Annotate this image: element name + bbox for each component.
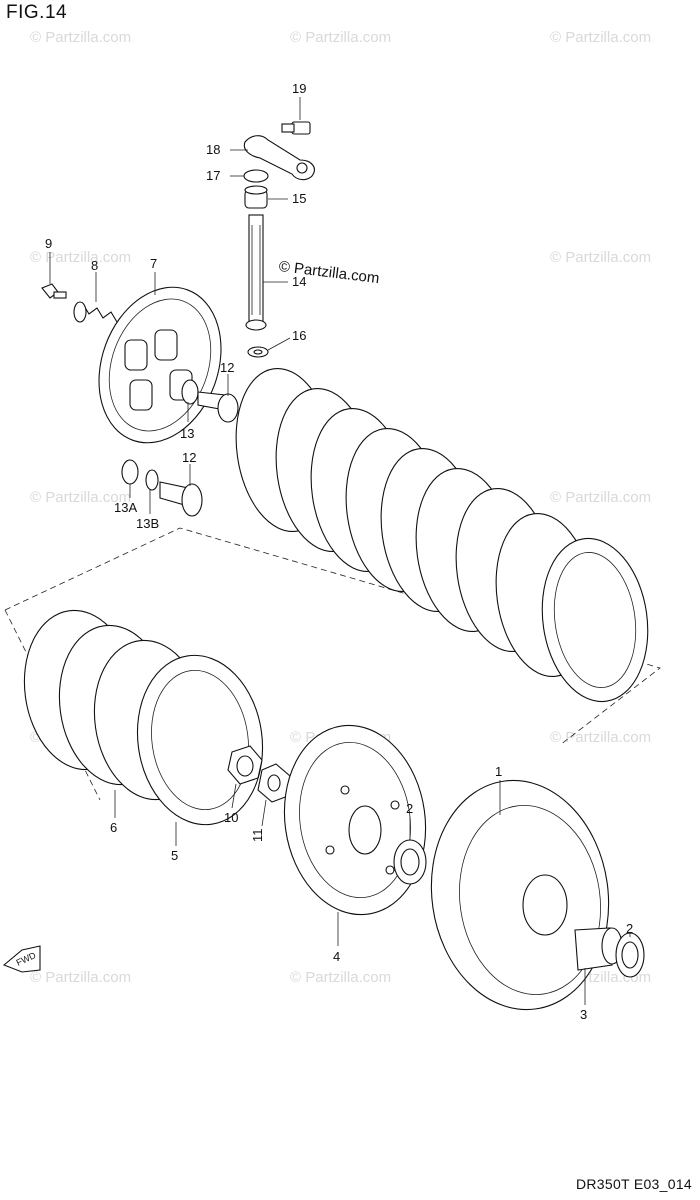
- callout-19: 19: [292, 81, 306, 96]
- shaft-end: [245, 319, 267, 331]
- thrust-washer-2-hole: [400, 848, 420, 876]
- bolt-9-shank: [53, 291, 67, 299]
- watermark: © Partzilla.com: [30, 969, 131, 986]
- diagram-code: DR350T E03_014: [575, 1176, 692, 1192]
- callout-7: 7: [150, 256, 157, 271]
- watermark: © Partzilla.com: [550, 29, 651, 46]
- housing-center: [522, 874, 568, 936]
- shaft-lines: [251, 225, 261, 315]
- figure-title: FIG.14: [6, 2, 68, 23]
- hub-hole: [390, 800, 400, 810]
- bearing-15-top: [244, 185, 268, 195]
- plate-inner: [553, 552, 637, 688]
- forward-arrow: FWD: [2, 945, 41, 973]
- callout-12: 12: [182, 450, 196, 465]
- callout-11: 11: [250, 829, 265, 843]
- bolt-19: [291, 121, 311, 135]
- plate-boss: [124, 339, 148, 371]
- fwd-arrow-icon: [2, 945, 41, 973]
- pushrod-12-head: [217, 393, 239, 423]
- lever-hole: [296, 162, 308, 174]
- upper-plate-stack: [235, 367, 649, 703]
- watermark: © Partzilla.com: [290, 29, 391, 46]
- drive-plate: [541, 537, 649, 703]
- watermark: © Partzilla.com: [30, 29, 131, 46]
- hub-hole: [340, 785, 350, 795]
- plate-boss: [129, 379, 153, 411]
- washer-13b: [145, 469, 159, 491]
- callout-14: 14: [292, 274, 306, 289]
- lock-washer-11-hole: [267, 774, 281, 792]
- hub-hole: [325, 845, 335, 855]
- release-shaft-14: [248, 214, 264, 324]
- watermark: © Partzilla.com: [30, 489, 131, 506]
- callout-18: 18: [206, 142, 220, 157]
- ring-17: [243, 169, 269, 183]
- washer-16-hole: [253, 349, 263, 355]
- callout-5: 5: [171, 848, 178, 863]
- hub-hole: [385, 865, 395, 875]
- callout-6: 6: [110, 820, 117, 835]
- assembly-guide-line: [4, 609, 101, 801]
- leader-10: [231, 783, 237, 809]
- bearing-13a: [121, 459, 139, 485]
- bearing-set-13: [121, 459, 203, 517]
- callout-3: 3: [580, 1007, 587, 1022]
- sleeve-hub-4: [283, 724, 427, 916]
- pushrod-12-head: [181, 483, 203, 517]
- callout-12: 12: [220, 360, 234, 375]
- plate-5-inner: [151, 669, 249, 811]
- primary-driven-gear-1: [430, 779, 610, 1011]
- nut-and-washer: [227, 745, 291, 803]
- leader-16: [267, 337, 291, 351]
- pressure-plate-7: [98, 286, 222, 444]
- release-shaft-assembly: [243, 121, 315, 358]
- pressure-plate-inner: [108, 298, 212, 432]
- bearing-13: [181, 379, 199, 405]
- callout-13a: 13A: [114, 500, 137, 515]
- watermark: © Partzilla.com: [550, 249, 651, 266]
- watermark: © Partzilla.com: [550, 489, 651, 506]
- watermark: © Partzilla.com: [30, 249, 131, 266]
- callout-8: 8: [91, 258, 98, 273]
- lower-plate-stack: [23, 609, 264, 826]
- plate-boss: [154, 329, 178, 361]
- watermark: © Partzilla.com: [290, 969, 391, 986]
- callout-15: 15: [292, 191, 306, 206]
- pressure-plate-assembly: [41, 283, 239, 444]
- callout-9: 9: [45, 236, 52, 251]
- callout-13b: 13B: [136, 516, 159, 531]
- callout-10: 10: [224, 810, 238, 825]
- sleeve-hub-center: [348, 805, 382, 855]
- thrust-washer-2-hole: [621, 941, 639, 969]
- leader-11: [261, 799, 267, 827]
- callout-13: 13: [180, 426, 194, 441]
- housing-face: [459, 805, 601, 995]
- callouts: 19 18 17 15 14 16 9 8 7 12 13 12 13A 13B…: [45, 81, 633, 1022]
- callout-2: 2: [626, 921, 633, 936]
- callout-1: 1: [495, 764, 502, 779]
- watermark: © Partzilla.com: [550, 729, 651, 746]
- spring-end: [73, 301, 87, 323]
- leader-lines: [49, 97, 631, 1005]
- callout-4: 4: [333, 949, 340, 964]
- nut-10-hole: [236, 755, 254, 777]
- callout-2: 2: [406, 801, 413, 816]
- callout-17: 17: [206, 168, 220, 183]
- sleeve-hub-face: [299, 741, 411, 899]
- plate-5: [136, 654, 264, 826]
- clutch-housing: [430, 779, 610, 1011]
- bolt-19-shank: [281, 123, 295, 133]
- callout-16: 16: [292, 328, 306, 343]
